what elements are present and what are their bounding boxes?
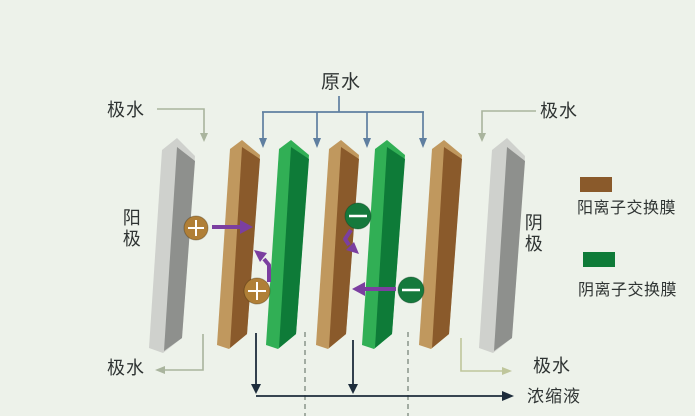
anion-membrane-plate-2 xyxy=(362,140,405,349)
cation-pass-arrowhead xyxy=(240,220,253,234)
plus-icon xyxy=(188,220,204,236)
cathode-electrode-plate xyxy=(479,138,525,353)
concentrate-arrowhead-2 xyxy=(348,384,358,394)
polar-line-top-left xyxy=(157,108,205,134)
cation-membrane-1-front-face xyxy=(230,147,260,348)
anion-ion-1 xyxy=(344,202,372,230)
polar-line-bottom-right xyxy=(460,338,503,372)
feed-arrowhead-4 xyxy=(419,138,427,148)
anion-blocked-arrow-line xyxy=(343,228,353,247)
anion-blocked-arrowhead xyxy=(346,242,359,254)
cation-membrane-plate-1 xyxy=(217,140,260,349)
anion-pass-arrowhead xyxy=(352,282,365,296)
anode-electrode-plate xyxy=(149,138,195,353)
polar-arrowhead-top-left xyxy=(200,133,208,142)
cation-membrane-3-front-face xyxy=(432,147,462,348)
concentrate-label: 浓缩液 xyxy=(527,387,581,406)
diluate-dashed-lines xyxy=(304,332,409,416)
concentrate-lines xyxy=(251,333,514,401)
cation-blocked-arrow-line xyxy=(262,257,271,282)
raw-water-feed-arrows xyxy=(259,96,427,148)
polar-water-label-bottom-left: 极水 xyxy=(107,358,145,378)
raw-water-label: 原水 xyxy=(321,72,362,93)
cathode-plate-front-face xyxy=(494,147,525,351)
cation-blocked-arrowhead xyxy=(254,250,267,262)
polar-water-label-top-left: 极水 xyxy=(107,100,145,120)
concentrate-arrowhead-1 xyxy=(251,384,261,394)
anion-membrane-plate-1 xyxy=(266,140,309,349)
legend-cation-membrane-label: 阳离子交换膜 xyxy=(577,200,677,217)
feed-arrowhead-2 xyxy=(313,138,321,148)
cation-ion-2 xyxy=(243,277,271,305)
cathode-label: 阴极 xyxy=(522,213,543,255)
anode-plate-front-face xyxy=(164,147,195,351)
polar-water-label-bottom-right: 极水 xyxy=(533,356,571,376)
legend-anion-swatch xyxy=(583,252,615,267)
anion-membrane-2-front-face xyxy=(375,147,405,348)
polar-arrowhead-bottom-right xyxy=(502,367,512,375)
anion-membrane-1-front-face xyxy=(279,147,309,348)
legend-anion-membrane-label: 阴离子交换膜 xyxy=(578,282,678,299)
polar-water-label-top-right: 极水 xyxy=(540,101,578,121)
polar-arrowhead-bottom-left xyxy=(155,366,165,374)
polar-line-top-right xyxy=(481,110,536,134)
anion-ion-2 xyxy=(397,276,425,304)
cation-membrane-2-front-face xyxy=(329,147,359,348)
cation-ion-1 xyxy=(183,215,209,241)
ions xyxy=(183,202,425,305)
cation-membrane-plate-3 xyxy=(419,140,462,349)
feed-arrowhead-1 xyxy=(259,138,267,148)
anode-label: 阳极 xyxy=(120,208,141,250)
feed-arrowhead-3 xyxy=(363,138,371,148)
ion-movement-arrows xyxy=(212,220,396,296)
concentrate-arrowhead-out xyxy=(502,391,514,401)
plus-icon xyxy=(248,282,266,300)
polar-line-bottom-left xyxy=(164,334,204,371)
polar-water-lines xyxy=(155,108,536,375)
cation-membrane-plate-2 xyxy=(316,140,359,349)
polar-arrowhead-top-right xyxy=(478,133,486,142)
legend-cation-swatch xyxy=(580,177,612,192)
